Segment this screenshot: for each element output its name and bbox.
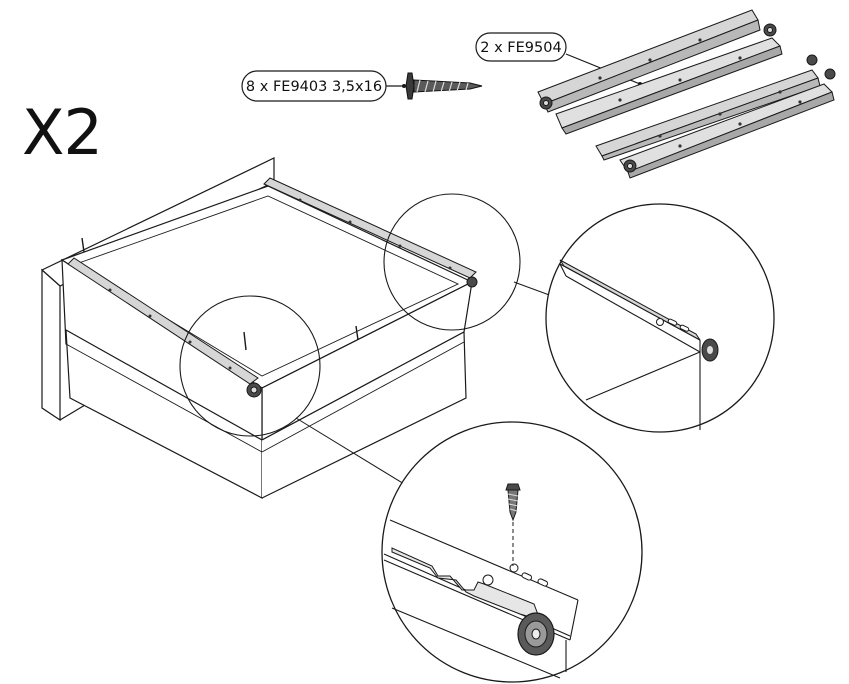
- detail-view-front: [381, 421, 643, 683]
- screw-part-callout: 8 x FE9403 3,5x16: [241, 70, 483, 102]
- detail-connector-back: [513, 281, 553, 297]
- screw-icon: [405, 72, 483, 100]
- screw-icon: [505, 483, 521, 522]
- rail-part-callout: 2 x FE9504: [475, 9, 836, 179]
- detail-marker-back: [383, 193, 521, 331]
- rail-part-label: 2 x FE9504: [480, 40, 561, 56]
- screw-part-label: 8 x FE9403 3,5x16: [246, 79, 382, 95]
- drawer-rail-set-icon: [537, 9, 836, 179]
- rail-label-bubble: [475, 32, 567, 62]
- installed-screws: [81, 237, 359, 351]
- drawer-box: [60, 185, 474, 499]
- detail-view-back: [545, 203, 775, 433]
- detail-marker-front: [179, 295, 321, 437]
- screw-leader-dot: [402, 84, 406, 88]
- mounted-drawer-rail: [67, 177, 478, 398]
- quantity-multiplier: X2: [22, 96, 103, 169]
